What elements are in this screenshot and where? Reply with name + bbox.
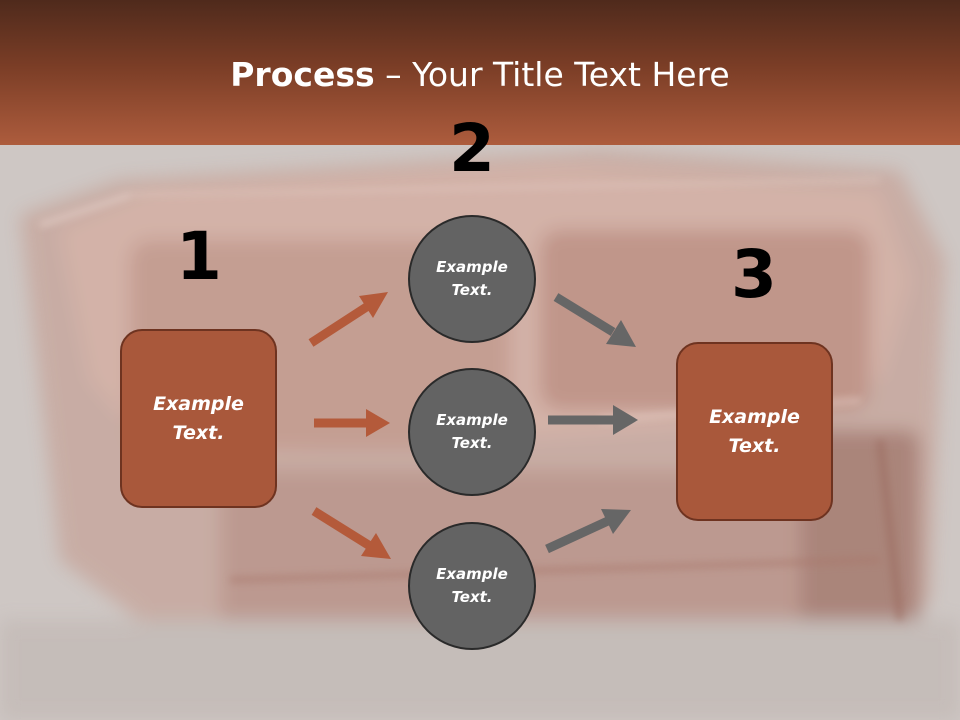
step-2-node-bottom[interactable]: Example Text.: [408, 522, 536, 650]
node-middle-text: Example Text.: [436, 411, 508, 452]
arrow-1-to-middle: [314, 409, 390, 437]
step-3-text: Example Text.: [709, 405, 800, 457]
slide-title[interactable]: Process – Your Title Text Here: [0, 52, 960, 98]
title-rest: – Your Title Text Here: [374, 55, 730, 94]
header-band: [0, 0, 960, 145]
step-number-3: 3: [731, 236, 777, 313]
arrow-middle-to-3: [548, 405, 638, 435]
step-2-node-middle[interactable]: Example Text.: [408, 368, 536, 496]
node-top-text: Example Text.: [436, 258, 508, 299]
arrow-1-to-top: [308, 292, 388, 347]
step-3-box[interactable]: Example Text.: [676, 342, 833, 521]
step-number-2: 2: [449, 110, 495, 187]
node-bottom-text: Example Text.: [436, 565, 508, 606]
arrow-top-to-3: [553, 293, 636, 347]
title-bold: Process: [230, 55, 375, 94]
step-1-text: Example Text.: [153, 392, 244, 444]
arrow-1-to-bottom: [311, 507, 391, 559]
step-1-box[interactable]: Example Text.: [120, 329, 277, 508]
arrow-bottom-to-3: [545, 509, 631, 554]
step-number-1: 1: [176, 218, 222, 295]
step-2-node-top[interactable]: Example Text.: [408, 215, 536, 343]
